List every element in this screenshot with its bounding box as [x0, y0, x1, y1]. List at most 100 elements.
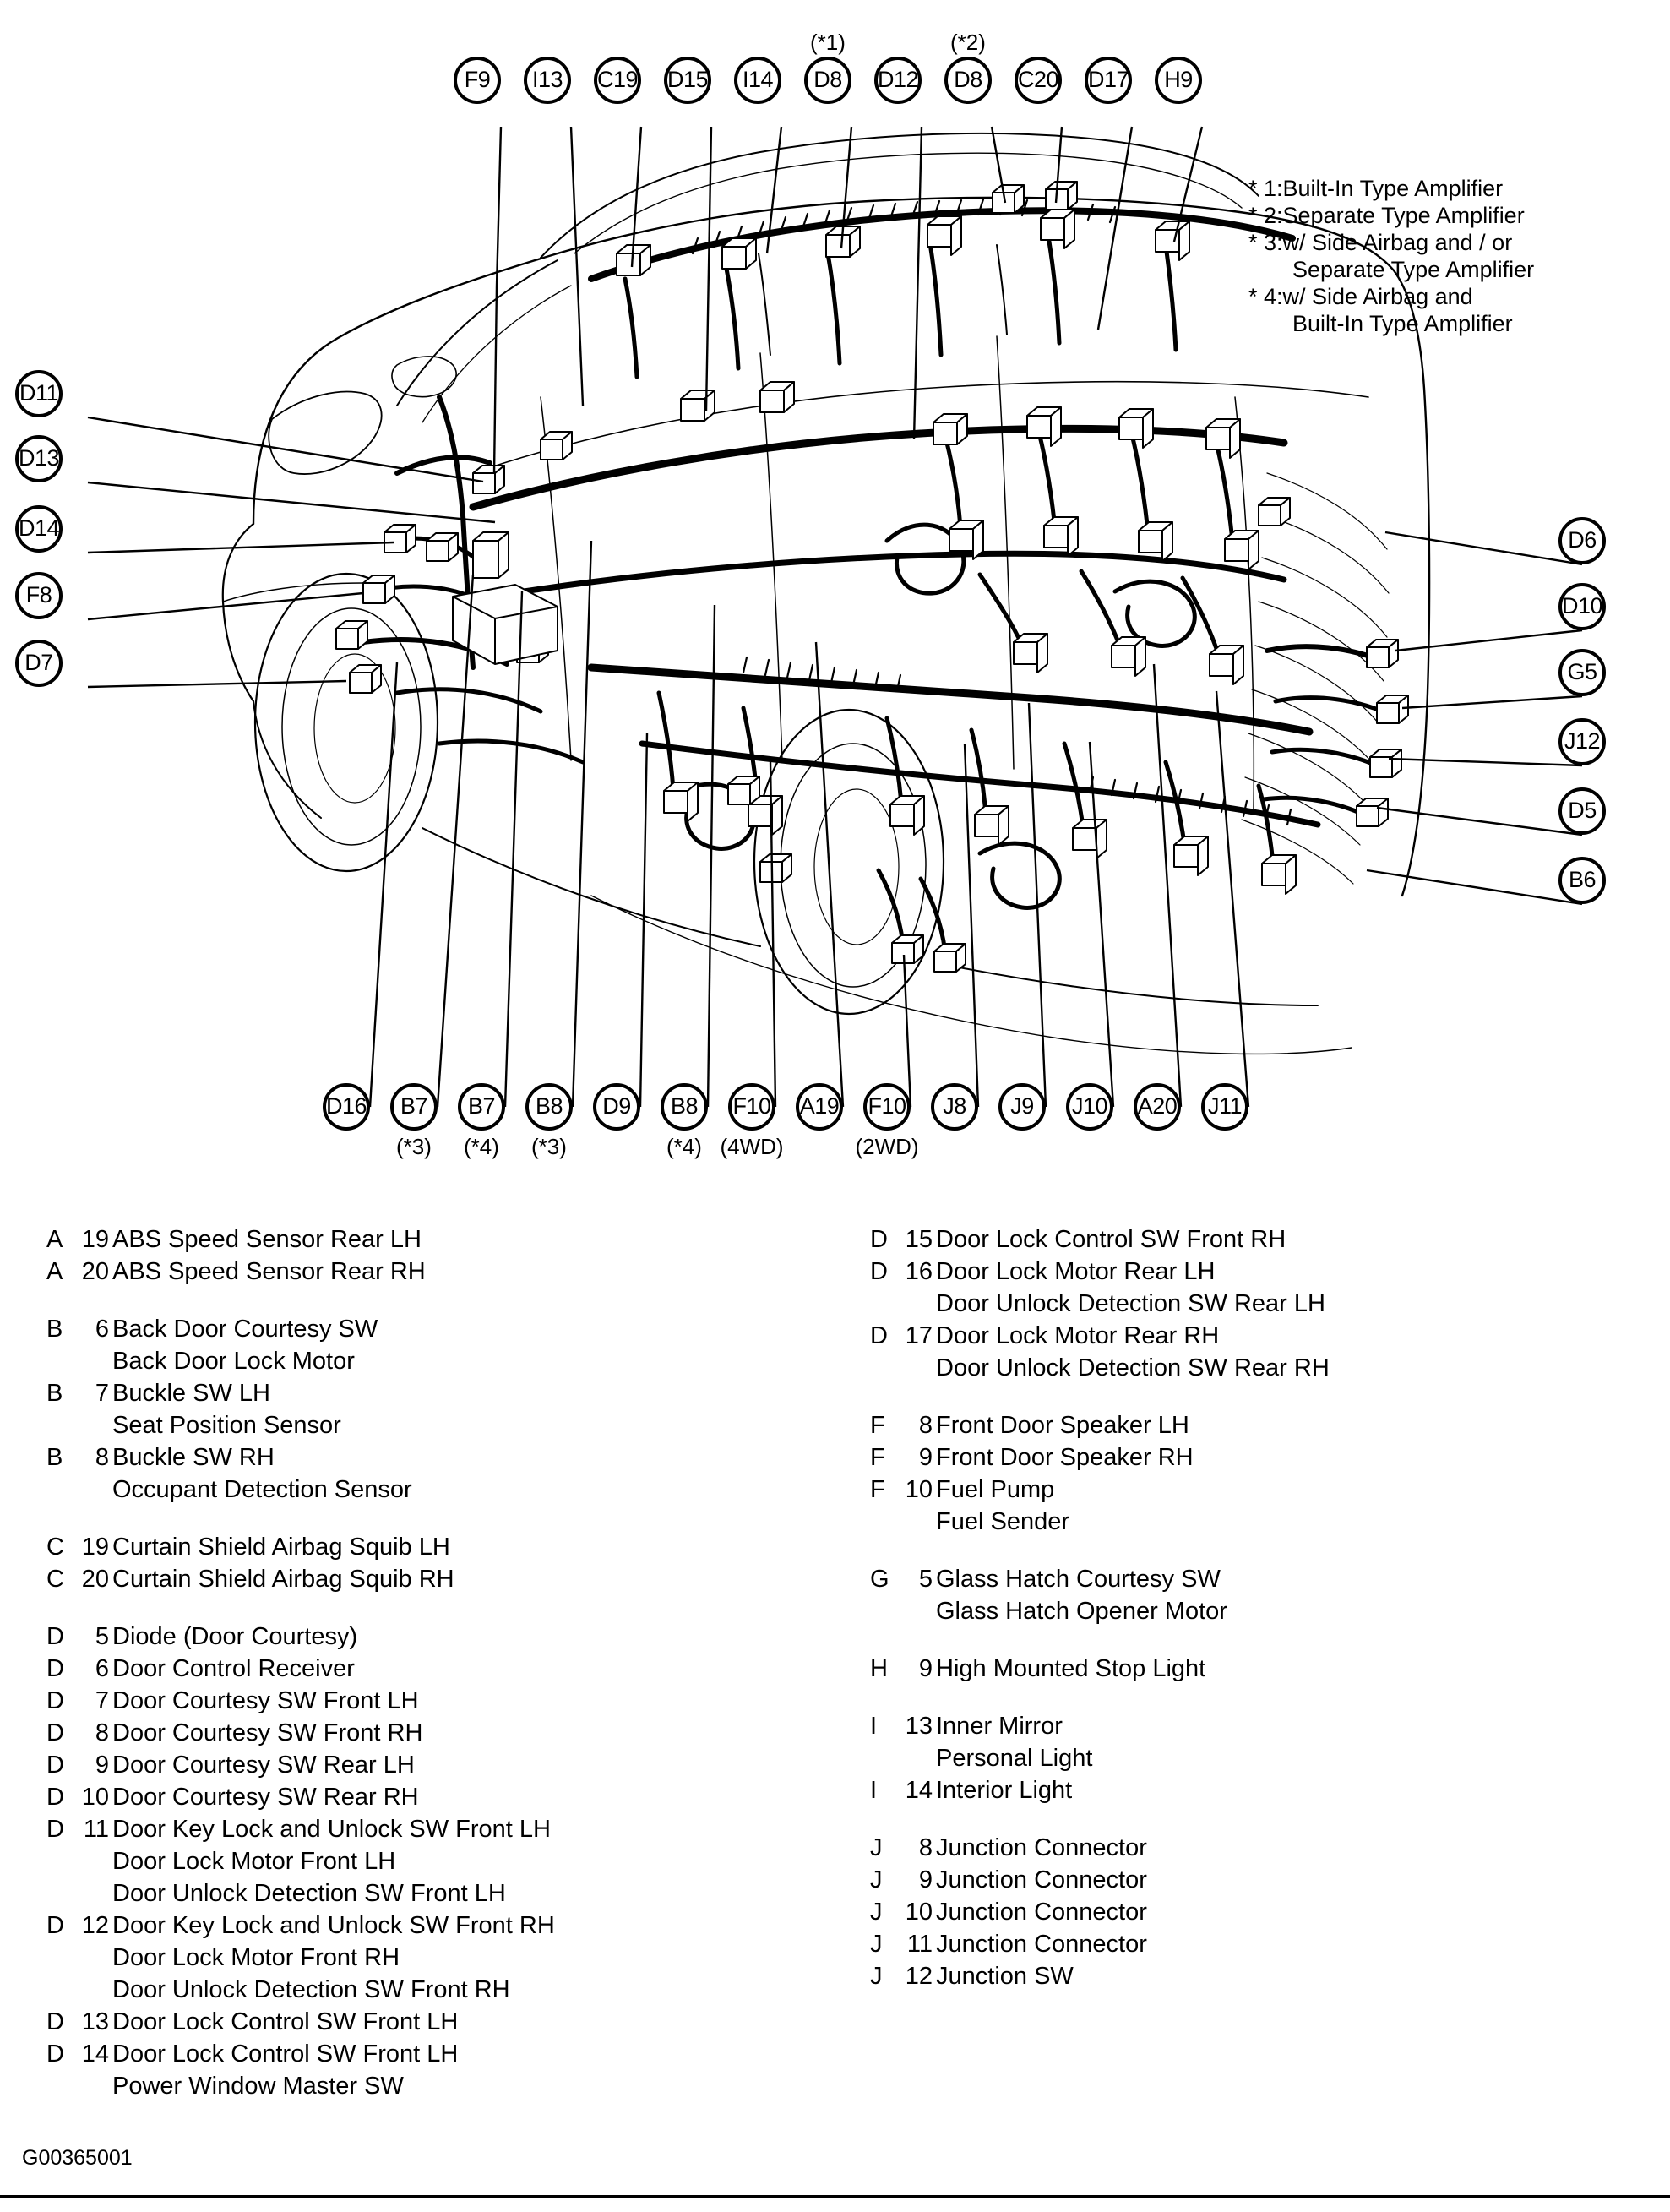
callout-bubble-f10[interactable]: F10 [728, 1083, 775, 1131]
legend-description: Back Door Courtesy SW [112, 1316, 378, 1343]
legend-code-number: 10 [905, 1899, 933, 1926]
legend-code-letter: D [46, 1816, 64, 1843]
callout-bubble-i14[interactable]: I14 [734, 57, 781, 104]
callout-bubble-h9[interactable]: H9 [1155, 57, 1202, 104]
legend-description: Inner Mirror [936, 1713, 1063, 1740]
callout-bubble-d9[interactable]: D9 [593, 1083, 640, 1131]
callout-code: I13 [531, 66, 563, 92]
callout-bubble-j11[interactable]: J11 [1201, 1083, 1248, 1131]
callout-code: F10 [868, 1092, 906, 1119]
legend-code-number: 8 [918, 1412, 933, 1439]
callout-bubble-i13[interactable]: I13 [524, 57, 571, 104]
legend-code-letter: D [870, 1258, 888, 1285]
callout-bubble-c19[interactable]: C19 [594, 57, 641, 104]
legend-description: Junction SW [936, 1963, 1074, 1990]
callout-bubble-f10[interactable]: F10 [863, 1083, 911, 1131]
callout-bubble-b6[interactable]: B6 [1558, 857, 1606, 904]
callout-bubble-j9[interactable]: J9 [998, 1083, 1046, 1131]
callout-code: B6 [1568, 866, 1597, 892]
callout-bubble-d13[interactable]: D13 [15, 435, 63, 482]
callout-bubble-b7[interactable]: B7 [390, 1083, 438, 1131]
callout-bubble-b8[interactable]: B8 [661, 1083, 708, 1131]
callout-bubble-j12[interactable]: J12 [1558, 718, 1606, 765]
callout-bubble-a19[interactable]: A19 [796, 1083, 843, 1131]
legend-code-number: 8 [95, 1444, 109, 1471]
legend-description: Door Lock Motor Rear RH [936, 1322, 1220, 1349]
callout-code: F9 [464, 66, 491, 92]
callout-bubble-a20[interactable]: A20 [1134, 1083, 1181, 1131]
legend-description: Interior Light [936, 1777, 1073, 1804]
legend-code-letter: D [46, 1719, 64, 1746]
legend-code-letter: C [46, 1566, 64, 1593]
callout-bubble-d5[interactable]: D5 [1558, 787, 1606, 835]
legend-code-letter: D [46, 1752, 64, 1779]
legend-code-letter: A [46, 1226, 63, 1253]
callout-bubble-f8[interactable]: F8 [15, 572, 63, 619]
footnote-2: * 2:Separate Type Amplifier [1248, 202, 1534, 229]
callout-bubble-j10[interactable]: J10 [1066, 1083, 1113, 1131]
callout-bubble-d17[interactable]: D17 [1085, 57, 1132, 104]
figure-id: G00365001 [22, 2146, 133, 2170]
callout-bubble-c20[interactable]: C20 [1015, 57, 1062, 104]
footnote-text: Built-In Type Amplifier [1282, 176, 1504, 201]
legend-sub-description: Door Unlock Detection SW Front LH [112, 1880, 506, 1907]
callout-bubble-d15[interactable]: D15 [664, 57, 711, 104]
callout-bubble-d11[interactable]: D11 [15, 370, 63, 417]
legend-code-letter: J [870, 1899, 883, 1926]
legend-code-number: 7 [95, 1380, 109, 1407]
callout-note-b8: (*4) [666, 1134, 702, 1159]
callout-bubble-d16[interactable]: D16 [323, 1083, 370, 1131]
legend-code: J 10 [870, 1896, 936, 1928]
callout-code: A20 [1137, 1092, 1178, 1119]
legend-code-number: 9 [918, 1866, 933, 1893]
callout-code: D15 [666, 66, 709, 92]
legend-description: Junction Connector [936, 1899, 1147, 1926]
legend-code-number: 12 [905, 1963, 933, 1990]
callout-bubble-d10[interactable]: D10 [1558, 583, 1606, 630]
callout-bubble-d8[interactable]: D8 [944, 57, 992, 104]
callout-bubble-b7[interactable]: B7 [458, 1083, 505, 1131]
callout-bubble-d7[interactable]: D7 [15, 640, 63, 687]
callout-bubble-b8[interactable]: B8 [525, 1083, 573, 1131]
callout-code: D8 [813, 66, 842, 92]
legend-code-letter: D [46, 2008, 64, 2035]
callout-bubble-j8[interactable]: J8 [931, 1083, 978, 1131]
callout-bubble-g5[interactable]: G5 [1558, 649, 1606, 696]
callout-bubble-d8[interactable]: D8 [804, 57, 851, 104]
callout-bubble-d6[interactable]: D6 [1558, 517, 1606, 564]
legend-description: Junction Connector [936, 1834, 1147, 1861]
callout-bubble-d14[interactable]: D14 [15, 505, 63, 553]
callout-bubble-f9[interactable]: F9 [454, 57, 501, 104]
callout-bubble-d12[interactable]: D12 [874, 57, 922, 104]
legend-code-letter: J [870, 1963, 883, 1990]
